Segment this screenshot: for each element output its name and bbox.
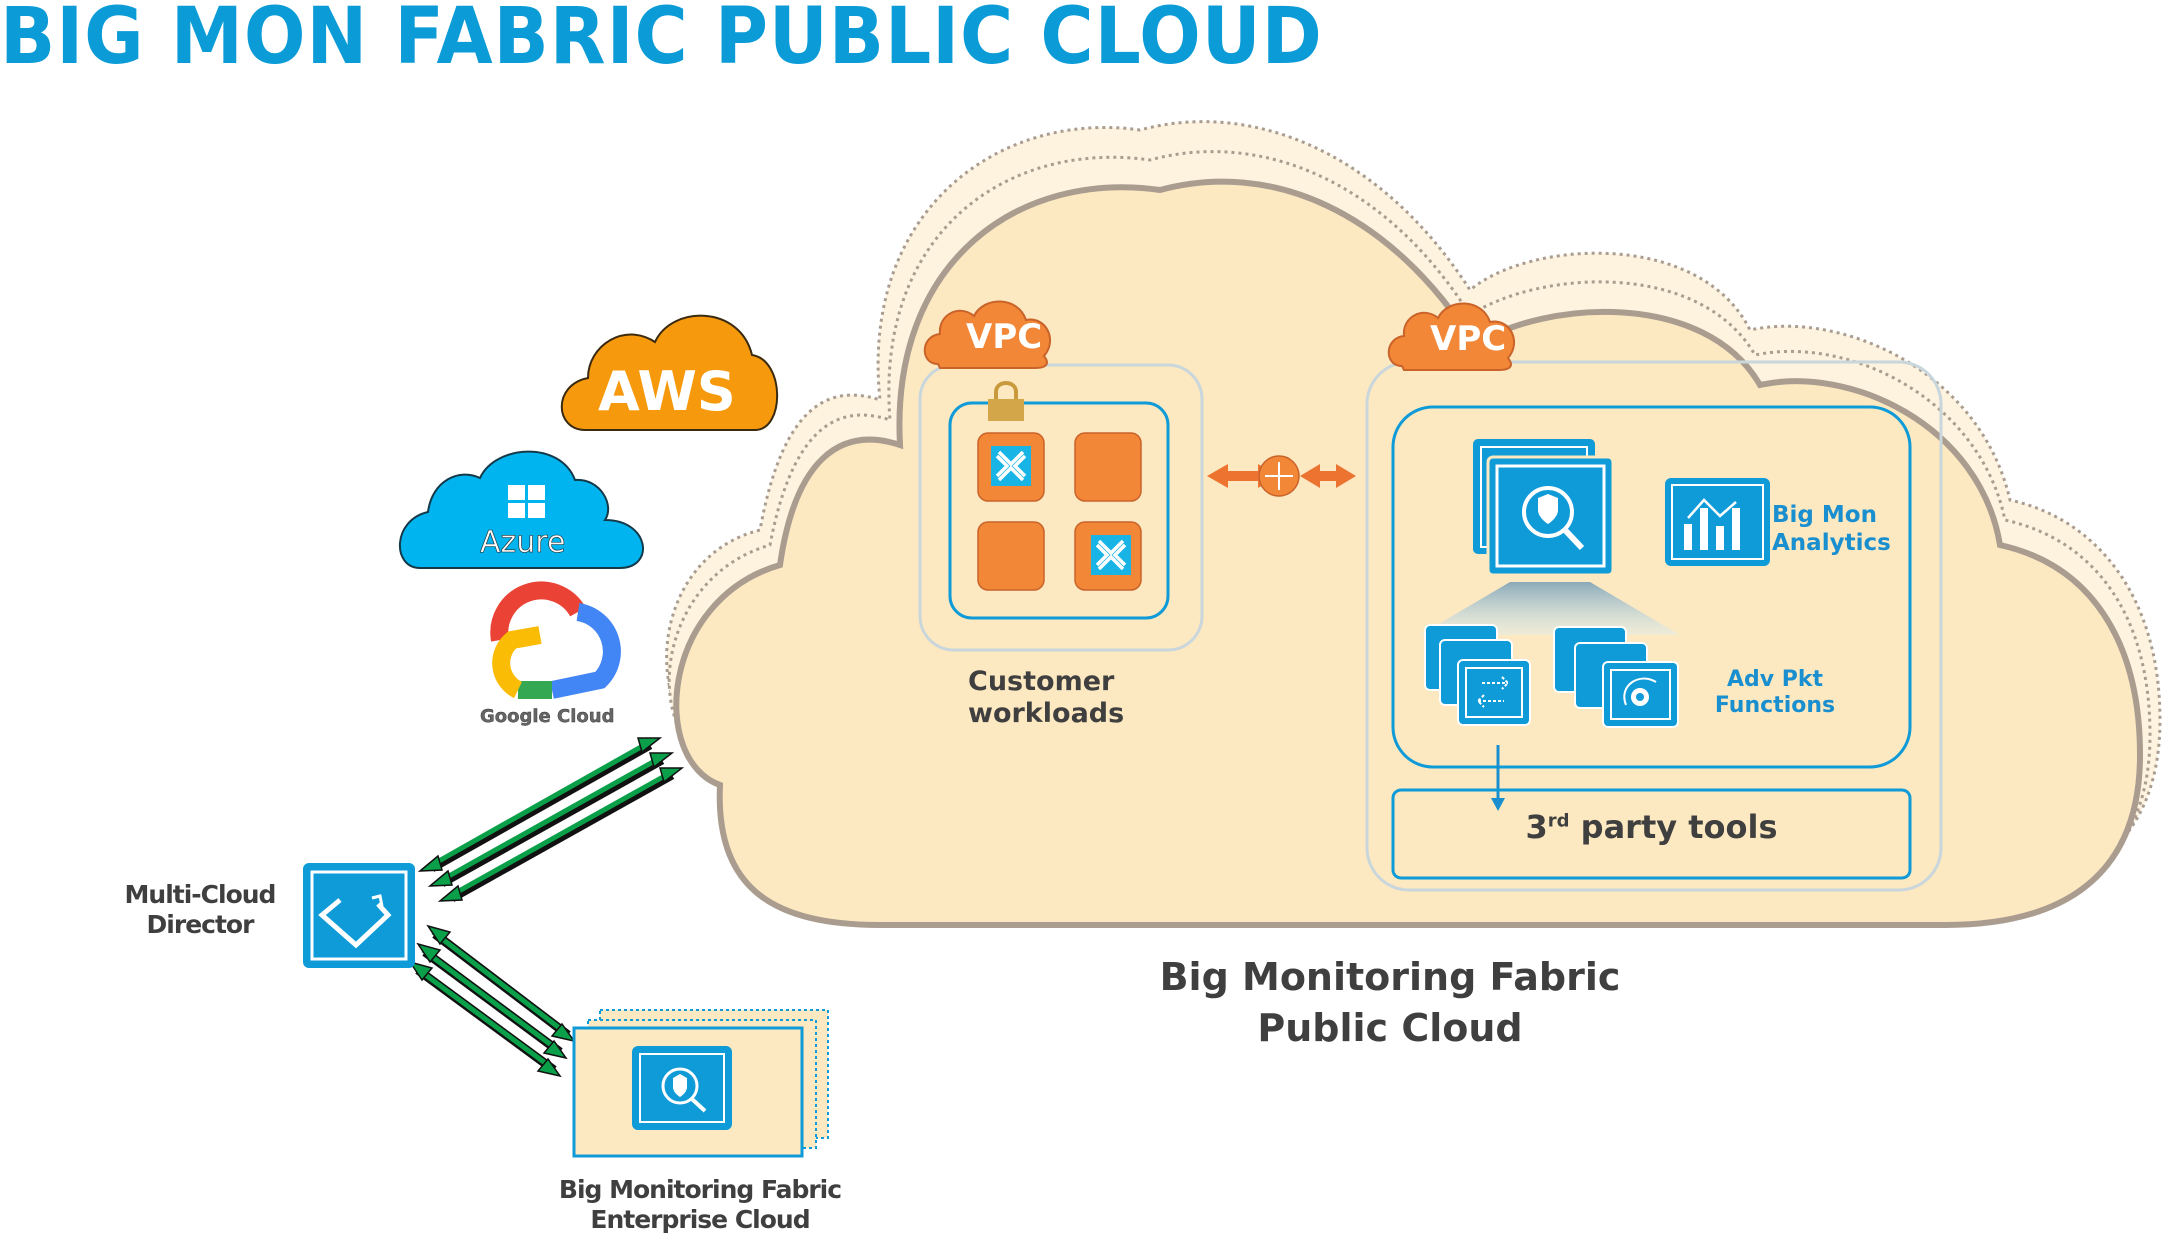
- analytics-line2: Analytics: [1772, 529, 1891, 556]
- pkt-line1: Adv Pkt: [1726, 667, 1824, 692]
- azure-cloud-icon: [398, 450, 644, 569]
- azure-label: Azure: [480, 525, 565, 560]
- workload-instance-3: [977, 521, 1045, 591]
- analytics-line1: Big Mon: [1772, 502, 1877, 528]
- multi-cloud-director-label: Multi-Cloud Director: [100, 880, 300, 940]
- tools-suffix: party tools: [1569, 808, 1778, 846]
- third-party-tools-box: [1391, 788, 1912, 880]
- enterprise-label-line2: Enterprise Cloud: [590, 1205, 810, 1234]
- customer-workloads-line2: workloads: [968, 698, 1125, 730]
- public-cloud-label-line1: Big Monitoring Fabric: [1159, 955, 1621, 999]
- big-mon-controller-icon: [1473, 439, 1615, 577]
- lock-icon: [988, 381, 1024, 421]
- google-cloud-label: Google Cloud: [480, 706, 614, 727]
- big-mon-analytics-label: Big Mon Analytics: [1772, 502, 1891, 557]
- multi-cloud-director-icon[interactable]: [303, 863, 415, 968]
- vpc-tag-right: VPC: [1430, 319, 1506, 359]
- public-cloud-label-line2: Public Cloud: [1257, 1006, 1523, 1051]
- packet-processing-gear-icon: [1553, 626, 1679, 728]
- aws-cloud-icon: [560, 314, 779, 431]
- director-to-public-cloud-arrows: [417, 737, 685, 902]
- director-label-line2: Director: [146, 910, 255, 939]
- windows-logo-icon: [508, 485, 545, 518]
- google-cloud-icon: [490, 581, 621, 699]
- director-to-enterprise-arrows: [408, 924, 576, 1078]
- customer-workloads-line1: Customer: [968, 666, 1115, 697]
- vpc-tag-left: VPC: [966, 317, 1042, 357]
- vpc-big-mon-fabric: [1365, 302, 1943, 892]
- pkt-line2: Functions: [1714, 693, 1836, 719]
- workload-instance-2: [1074, 432, 1142, 502]
- aws-label: AWS: [598, 360, 736, 423]
- big-mon-tap-icon: [989, 444, 1033, 488]
- tools-prefix: 3: [1525, 808, 1548, 846]
- third-party-tools-label[interactable]: 3rd party tools: [1393, 808, 1910, 846]
- workload-grid: [977, 432, 1142, 591]
- director-label-line1: Multi-Cloud: [124, 880, 277, 909]
- enterprise-cloud-stack[interactable]: [572, 1009, 829, 1158]
- tools-superscript: rd: [1547, 810, 1570, 832]
- adv-pkt-functions-label: Adv Pkt Functions: [1705, 667, 1845, 720]
- distribution-beam: [1420, 582, 1680, 635]
- page-title: BIG MON FABRIC PUBLIC CLOUD: [0, 0, 1323, 82]
- analytics-chart-icon: [1665, 478, 1770, 566]
- public-cloud-shape: [665, 120, 2162, 928]
- vpc-customer-workloads: [918, 300, 1204, 652]
- enterprise-cloud-label: Big Monitoring Fabric Enterprise Cloud: [520, 1175, 880, 1235]
- public-cloud-label: Big Monitoring Fabric Public Cloud: [1110, 952, 1670, 1055]
- packet-broker-icon: [1424, 624, 1531, 726]
- big-mon-tap-icon: [1089, 533, 1133, 577]
- customer-workloads-label: Customer workloads: [968, 666, 1124, 731]
- enterprise-label-line1: Big Monitoring Fabric: [558, 1175, 842, 1204]
- vpc-peering-connector: [1207, 455, 1356, 497]
